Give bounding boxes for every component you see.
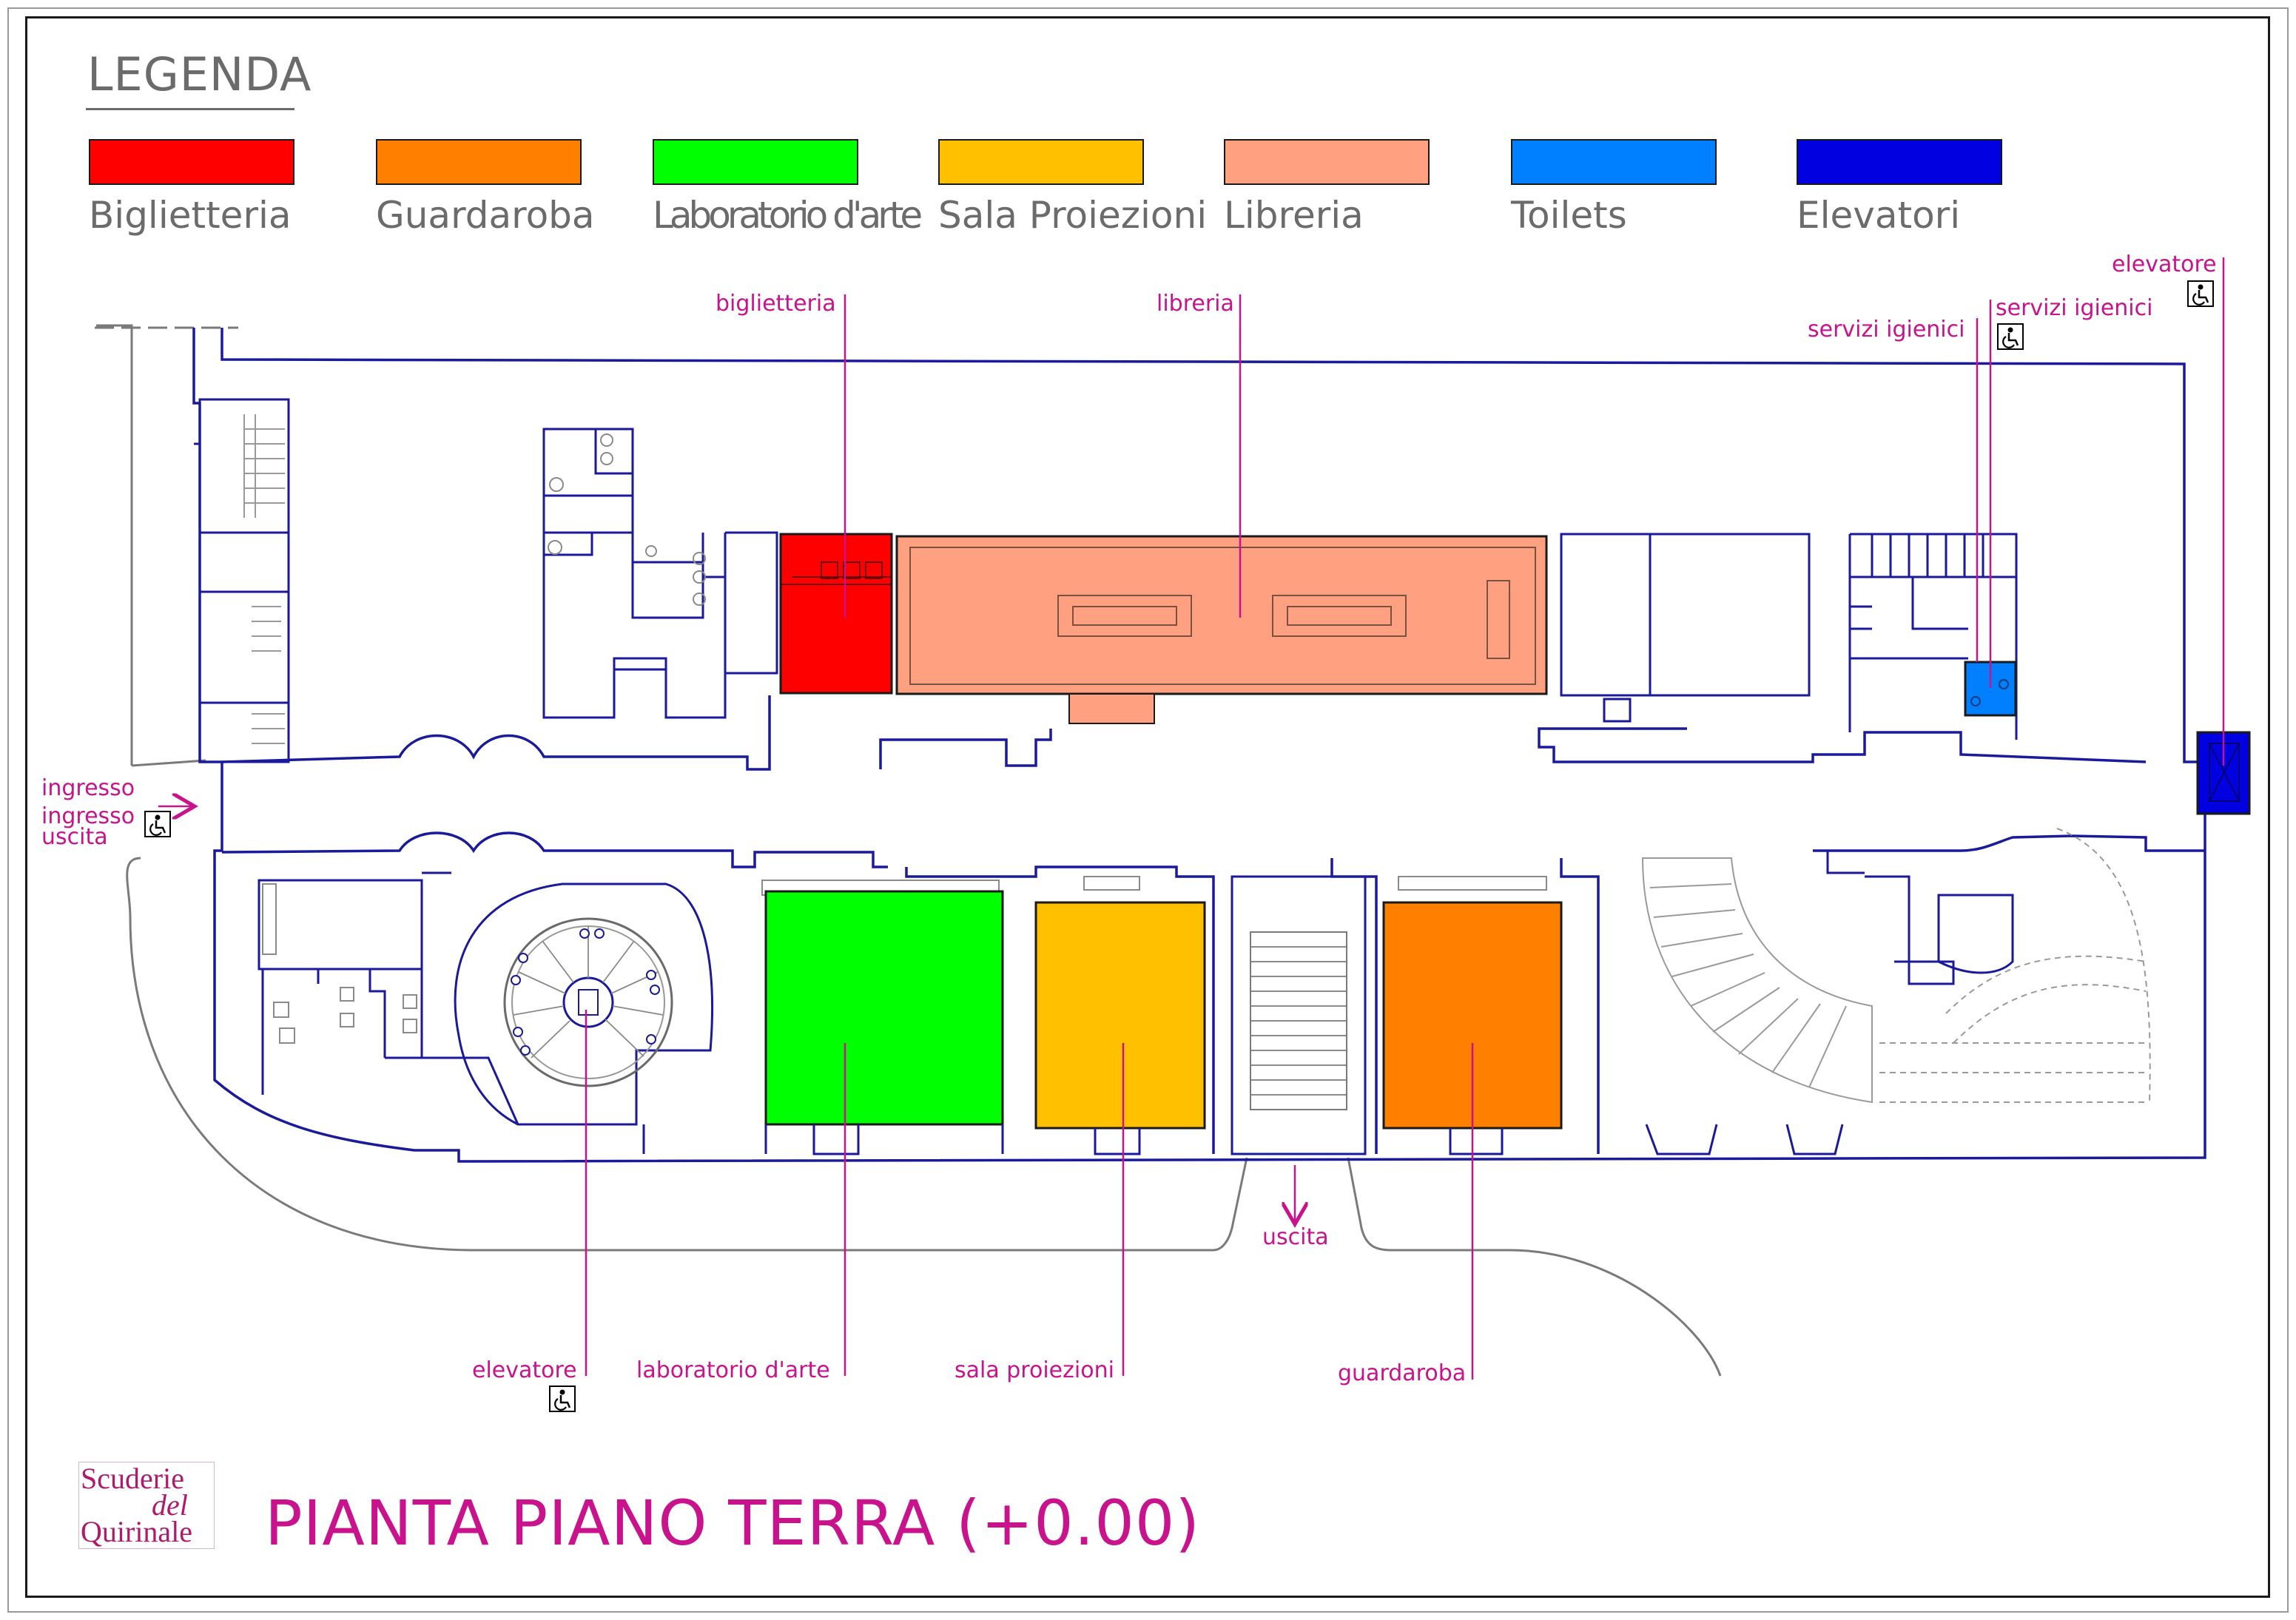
zone-libreria xyxy=(895,535,1548,724)
lower-right-rooms xyxy=(1826,851,2014,985)
legend-label-elevatori: Elevatori xyxy=(1797,194,1961,237)
zone-laboratorio xyxy=(761,880,1004,1154)
label-servizi-igienici-2: servizi igienici xyxy=(1996,295,2152,321)
label-sala-proiezioni: sala proiezioni xyxy=(955,1357,1114,1383)
upper-left-rooms xyxy=(542,428,778,719)
legend-item-toilets: Toilets xyxy=(1511,139,1718,237)
legend-swatch-biglietteria xyxy=(89,139,294,185)
outer-border xyxy=(7,7,2289,1613)
legend-swatch-toilets xyxy=(1511,139,1717,185)
logo-line-3: Quirinale xyxy=(81,1515,193,1548)
label-elevatore-bottom: elevatore xyxy=(472,1357,577,1383)
legend-label-biglietteria: Biglietteria xyxy=(89,194,292,237)
zone-biglietteria xyxy=(779,533,893,695)
legend-label-libreria: Libreria xyxy=(1224,194,1364,237)
wheelchair-icon xyxy=(1996,323,2024,351)
label-libreria: libreria xyxy=(1157,291,1234,317)
map-frame xyxy=(25,16,2270,1598)
legend-title-underline xyxy=(86,108,294,110)
spiral-staircase xyxy=(454,882,713,1126)
grand-staircase xyxy=(1641,828,2151,1104)
scuderie-logo: Scuderie del Quirinale xyxy=(78,1462,215,1549)
label-servizi-igienici-1: servizi igienici xyxy=(1808,317,1965,342)
legend-swatch-laboratorio xyxy=(653,139,858,185)
wheelchair-icon xyxy=(548,1385,576,1413)
label-guardaroba: guardaroba xyxy=(1338,1360,1466,1386)
wheelchair-icon xyxy=(144,810,172,838)
legend-swatch-libreria xyxy=(1224,139,1430,185)
page-title: PIANTA PIANO TERRA (+0.00) xyxy=(265,1487,1201,1559)
logo-line-2: del xyxy=(152,1488,188,1522)
wall-outline xyxy=(192,328,2236,1163)
lower-left-rooms xyxy=(257,871,519,1125)
zone-sala-proiezioni xyxy=(1034,876,1206,1130)
label-ingresso-uscita-2: uscita xyxy=(41,824,108,850)
label-biglietteria: biglietteria xyxy=(716,291,836,317)
left-stair xyxy=(243,414,285,744)
upper-right-rooms xyxy=(1560,533,2018,740)
legend-label-guardaroba: Guardaroba xyxy=(376,194,595,237)
legend-swatch-guardaroba xyxy=(376,139,582,185)
central-stair xyxy=(1231,875,1367,1155)
wheelchair-icon xyxy=(2186,280,2215,308)
legend-label-toilets: Toilets xyxy=(1511,194,1627,237)
label-uscita: uscita xyxy=(1262,1224,1329,1250)
toilet-fixtures-left xyxy=(548,433,706,606)
label-ingresso-uscita-1: ingresso xyxy=(41,803,135,829)
label-elevatore-top: elevatore xyxy=(2112,252,2217,277)
south-facade xyxy=(642,1124,1844,1155)
legend-item-libreria: Libreria xyxy=(1224,139,1431,237)
street-outline xyxy=(96,324,1722,1377)
legend-item-biglietteria: Biglietteria xyxy=(89,139,296,237)
legend-item-guardaroba: Guardaroba xyxy=(376,139,595,237)
label-ingresso: ingresso xyxy=(41,775,135,801)
legend-title: LEGENDA xyxy=(87,47,312,101)
logo-line-1: Scuderie xyxy=(81,1462,184,1495)
left-wing-rooms xyxy=(194,398,290,763)
leader-lines xyxy=(158,257,2225,1380)
legend-item-elevatori: Elevatori xyxy=(1797,139,2004,237)
legend-swatch-sala-proiezioni xyxy=(938,139,1144,185)
lower-left-furniture xyxy=(262,883,417,1044)
label-laboratorio: laboratorio d'arte xyxy=(636,1357,830,1383)
legend-swatch-elevatori xyxy=(1797,139,2002,185)
